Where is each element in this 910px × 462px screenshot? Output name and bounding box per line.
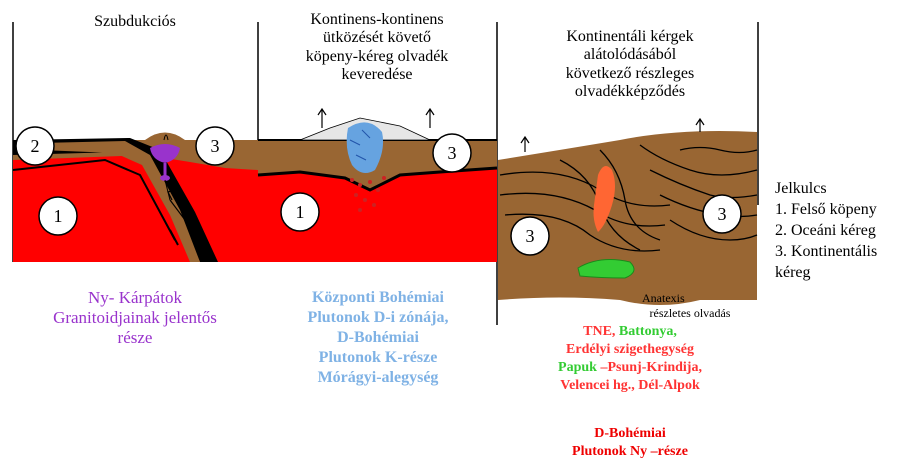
collision-section: [258, 109, 497, 262]
crustal-caption-line-4: Velencei hg., Dél-Alpok: [505, 377, 755, 395]
battonya-text: Battonya: [619, 324, 673, 339]
legend-item-3: 3. Kontinentális: [775, 241, 877, 262]
crustal-caption: TNE, Battonya, Erdélyi szigethegység Pap…: [505, 323, 755, 395]
label-1-collision: 1: [290, 202, 310, 223]
collision-title-line-2: ütközését követő: [262, 29, 492, 47]
label-3b-crustal: 3: [712, 204, 732, 225]
subduction-caption-line-1: Ny- Kárpátok: [15, 288, 255, 308]
legend-item-1: 1. Felső köpeny: [775, 199, 877, 220]
collision-caption-line-3: D-Bohémiai: [262, 328, 494, 348]
crustal-title-line-4: olvadékképződés: [505, 83, 755, 101]
psunj-text: –Psunj-Krindija,: [597, 360, 702, 375]
dbohemian-line-1: D-Bohémiai: [505, 425, 755, 443]
crustal-caption-line-2: Erdélyi szigethegység: [505, 341, 755, 359]
legend: Jelkulcs 1. Felső köpeny 2. Oceáni kéreg…: [775, 178, 877, 283]
subduction-caption: Ny- Kárpátok Granitoidjainak jelentős ré…: [15, 288, 255, 348]
dbohemian-line-2: Plutonok Ny –része: [505, 443, 755, 461]
comma-2: ,: [673, 324, 677, 339]
label-1-subduction: 1: [48, 206, 68, 227]
crustal-title-line-1: Kontinentáli kérgek: [505, 28, 755, 46]
crustal-title: Kontinentáli kérgek alátolódásából követ…: [505, 28, 755, 102]
anatexis-line-1: Anatexis: [620, 291, 760, 306]
label-3-subduction: 3: [205, 136, 225, 157]
collision-caption: Központi Bohémiai Plutonok D-i zónája, D…: [262, 288, 494, 388]
collision-caption-line-5: Mórágyi-alegység: [262, 368, 494, 388]
crustal-caption-line-1: TNE, Battonya,: [505, 323, 755, 341]
anatexis-label: Anatexis részletes olvadás: [620, 291, 760, 321]
label-3-collision: 3: [442, 143, 462, 164]
collision-caption-line-4: Plutonok K-része: [262, 348, 494, 368]
crustal-caption-line-3: Papuk –Psunj-Krindija,: [505, 359, 755, 377]
collision-title-line-3: köpeny-kéreg olvadék: [262, 48, 492, 66]
crustal-title-line-3: következő részleges: [505, 65, 755, 83]
collision-caption-line-2: Plutonok D-i zónája,: [262, 308, 494, 328]
crustal-title-line-2: alátolódásából: [505, 46, 755, 64]
comma-1: ,: [612, 324, 619, 339]
dbohemian-caption: D-Bohémiai Plutonok Ny –része: [505, 425, 755, 461]
collision-caption-line-1: Központi Bohémiai: [262, 288, 494, 308]
collision-title-line-1: Kontinens-kontinens: [262, 11, 492, 29]
legend-item-4: kéreg: [775, 262, 877, 283]
subduction-caption-line-2: Granitoidjainak jelentős: [15, 308, 255, 328]
anatexis-line-2: részletes olvadás: [620, 306, 760, 321]
papuk-text: Papuk: [558, 360, 597, 375]
label-2-subduction: 2: [25, 136, 45, 157]
legend-item-2: 2. Oceáni kéreg: [775, 220, 877, 241]
collision-title-line-4: keveredése: [262, 66, 492, 84]
legend-title: Jelkulcs: [775, 178, 877, 199]
subduction-title: Szubdukciós: [60, 13, 210, 31]
label-3a-crustal: 3: [520, 226, 540, 247]
collision-title: Kontinens-kontinens ütközését követő köp…: [262, 11, 492, 85]
subduction-caption-line-3: része: [15, 328, 255, 348]
tne-text: TNE: [583, 324, 612, 339]
